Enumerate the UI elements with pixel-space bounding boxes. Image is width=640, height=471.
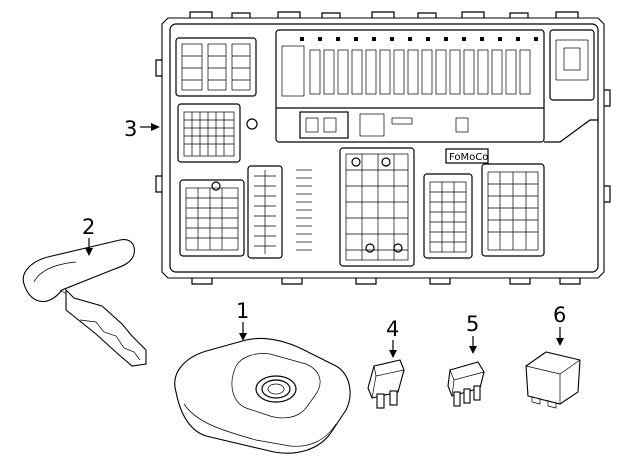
callout-6-label: 6 [553,303,566,327]
callout-3: 3 [124,117,160,141]
callout-5-label: 5 [466,312,479,336]
callout-1-label: 1 [236,299,249,323]
callout-4-label: 4 [386,317,399,341]
brand-label: FoMoCo [449,152,488,163]
micro-fuse-icon [447,361,485,407]
callout-3-label: 3 [124,117,137,141]
callout-2: 2 [82,215,95,256]
callout-4: 4 [386,317,399,358]
mini-fuse-icon [367,359,405,409]
callout-5: 5 [466,312,479,354]
callout-6: 6 [553,303,566,346]
callout-1: 1 [236,299,249,341]
relay-icon [525,351,581,409]
emergency-key-blade-icon [22,239,147,367]
fuse-junction-box-icon: FoMoCo [155,11,611,285]
callout-2-label: 2 [82,215,95,239]
key-fob-icon [174,337,351,454]
